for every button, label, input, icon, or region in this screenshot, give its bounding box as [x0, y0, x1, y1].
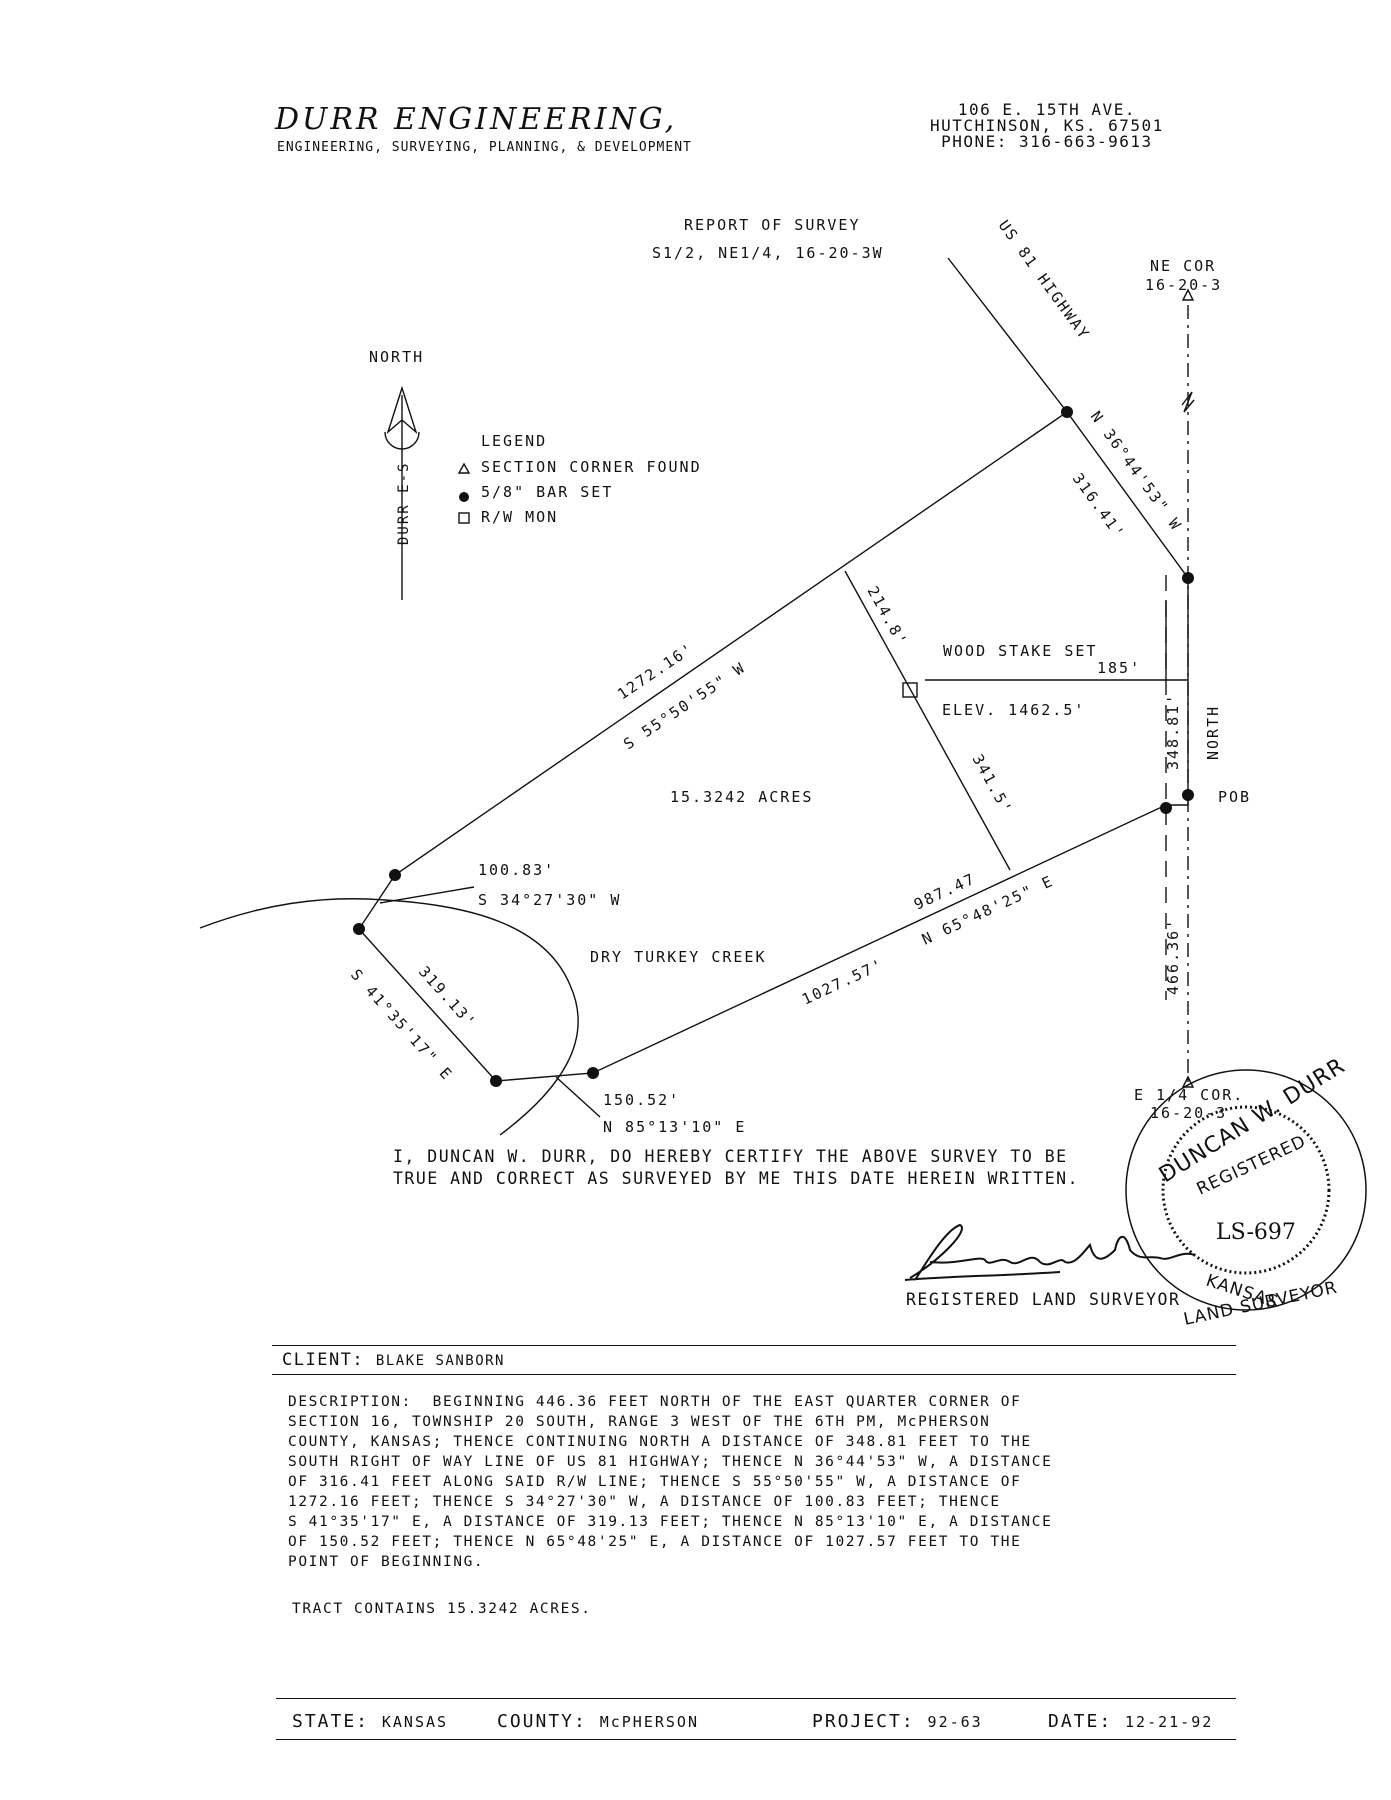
elev-label: ELEV. 1462.5'	[942, 701, 1085, 719]
break-symbol	[1181, 391, 1195, 413]
pob-label: POB	[1218, 788, 1251, 806]
company-tagline: ENGINEERING, SURVEYING, PLANNING, & DEVE…	[277, 140, 692, 155]
stake-line	[844, 570, 1011, 871]
phone-line: PHONE: 316-663-9613	[941, 132, 1153, 151]
highway-line	[947, 257, 1068, 413]
dist-10083: 100.83'	[478, 861, 555, 879]
address-line-2: HUTCHINSON, KS. 67501	[930, 116, 1164, 135]
report-title: REPORT OF SURVEY	[684, 216, 861, 234]
state-value: KANSAS	[381, 1713, 449, 1731]
bar-dot	[1182, 572, 1194, 584]
dist-south: 1027.57'	[799, 955, 887, 1009]
bar-dot	[587, 1067, 599, 1079]
rw-mon-box	[902, 682, 918, 698]
e-quarter-1: E 1/4 COR.	[1134, 1086, 1244, 1104]
report-location: S1/2, NE1/4, 16-20-3W	[652, 244, 884, 262]
footer-rule	[276, 1698, 1236, 1740]
certification: I, DUNCAN W. DURR, DO HEREBY CERTIFY THE…	[393, 1146, 1079, 1190]
signature	[904, 1223, 1196, 1281]
ne-corner-2: 16-20-3	[1145, 276, 1222, 294]
client-value: BLAKE SANBORN	[375, 1353, 505, 1369]
e-quarter-triangle-icon	[1181, 1075, 1195, 1088]
county-label: COUNTY:	[497, 1711, 587, 1732]
project-label: PROJECT:	[812, 1711, 915, 1732]
seal-inner	[1161, 1105, 1331, 1275]
cert-line-1: I, DUNCAN W. DURR, DO HEREBY CERTIFY THE…	[393, 1147, 1068, 1166]
legend-item-3: R/W MON	[481, 508, 558, 526]
legend-square-icon	[458, 512, 470, 524]
legal-description: DESCRIPTION: BEGINNING 446.36 FEET NORTH…	[288, 1394, 1053, 1570]
legend-item-1: SECTION CORNER FOUND	[481, 458, 702, 476]
north-subtext: DURR E-S	[396, 462, 412, 545]
e-quarter-2: 16-20-3	[1150, 1104, 1227, 1122]
bearing-15052: N 85°13'10" E	[603, 1118, 746, 1136]
dist-185: 185'	[1097, 659, 1141, 677]
address-line-1: 106 E. 15TH AVE.	[957, 100, 1136, 119]
creek-line	[199, 898, 579, 1136]
footer-date: DATE: 12-21-92	[1048, 1711, 1213, 1732]
bar-dot	[1160, 802, 1172, 814]
cert-line-2: TRUE AND CORRECT AS SURVEYED BY ME THIS …	[393, 1169, 1080, 1188]
county-value: McPHERSON	[599, 1713, 699, 1731]
legend-item-2: 5/8" BAR SET	[481, 483, 613, 501]
highway-label: US 81 HIGHWAY	[995, 217, 1094, 344]
footer-county: COUNTY: McPHERSON	[497, 1711, 699, 1732]
state-label: STATE:	[292, 1711, 370, 1732]
bar-dot	[1182, 789, 1194, 801]
client-rule	[272, 1345, 1236, 1375]
company-address: 106 E. 15TH AVE. HUTCHINSON, KS. 67501 P…	[930, 102, 1164, 150]
legend-title: LEGEND	[481, 432, 547, 450]
dist-31913: 319.13'	[415, 963, 480, 1032]
date-value: 12-21-92	[1125, 1713, 1214, 1731]
dist-46636: 466.36'	[1164, 918, 1182, 995]
client-label: CLIENT:	[282, 1350, 365, 1370]
project-value: 92-63	[927, 1713, 983, 1731]
seal-outer	[1125, 1069, 1367, 1311]
footer-project: PROJECT: 92-63	[812, 1711, 983, 1732]
dist-hwy: 316.41'	[1069, 470, 1129, 543]
bar-dot	[353, 923, 365, 935]
leader-15052	[555, 1076, 601, 1118]
acres-label: 15.3242 ACRES	[670, 788, 813, 806]
dist-98747: 987.47	[911, 869, 979, 913]
tract-acreage: TRACT CONTAINS 15.3242 ACRES.	[292, 1601, 592, 1617]
creek-label: DRY TURKEY CREEK	[590, 948, 767, 966]
bar-dot	[1061, 406, 1073, 418]
bar-dot	[490, 1075, 502, 1087]
bearing-10083: S 34°27'30" W	[478, 891, 621, 909]
legend-triangle-icon	[457, 462, 471, 474]
ne-corner-1: NE COR	[1150, 257, 1216, 275]
stake-label: WOOD STAKE SET	[943, 642, 1097, 660]
company-name: DURR ENGINEERING,	[275, 102, 678, 137]
signature-label: REGISTERED LAND SURVEYOR	[906, 1290, 1181, 1309]
north-label: NORTH	[369, 348, 424, 366]
seal-number: LS-697	[1216, 1220, 1296, 1245]
client-line: CLIENT: BLAKE SANBORN	[282, 1350, 505, 1370]
date-label: DATE:	[1048, 1711, 1113, 1732]
ne-corner-arrow	[1181, 288, 1195, 301]
dist-15052: 150.52'	[603, 1091, 680, 1109]
dist-34881: 348.81'	[1164, 693, 1182, 770]
legend-dot-icon	[459, 492, 469, 502]
footer-state: STATE: KANSAS	[292, 1711, 448, 1732]
north-side-label: NORTH	[1204, 705, 1222, 760]
bar-dot	[389, 869, 401, 881]
